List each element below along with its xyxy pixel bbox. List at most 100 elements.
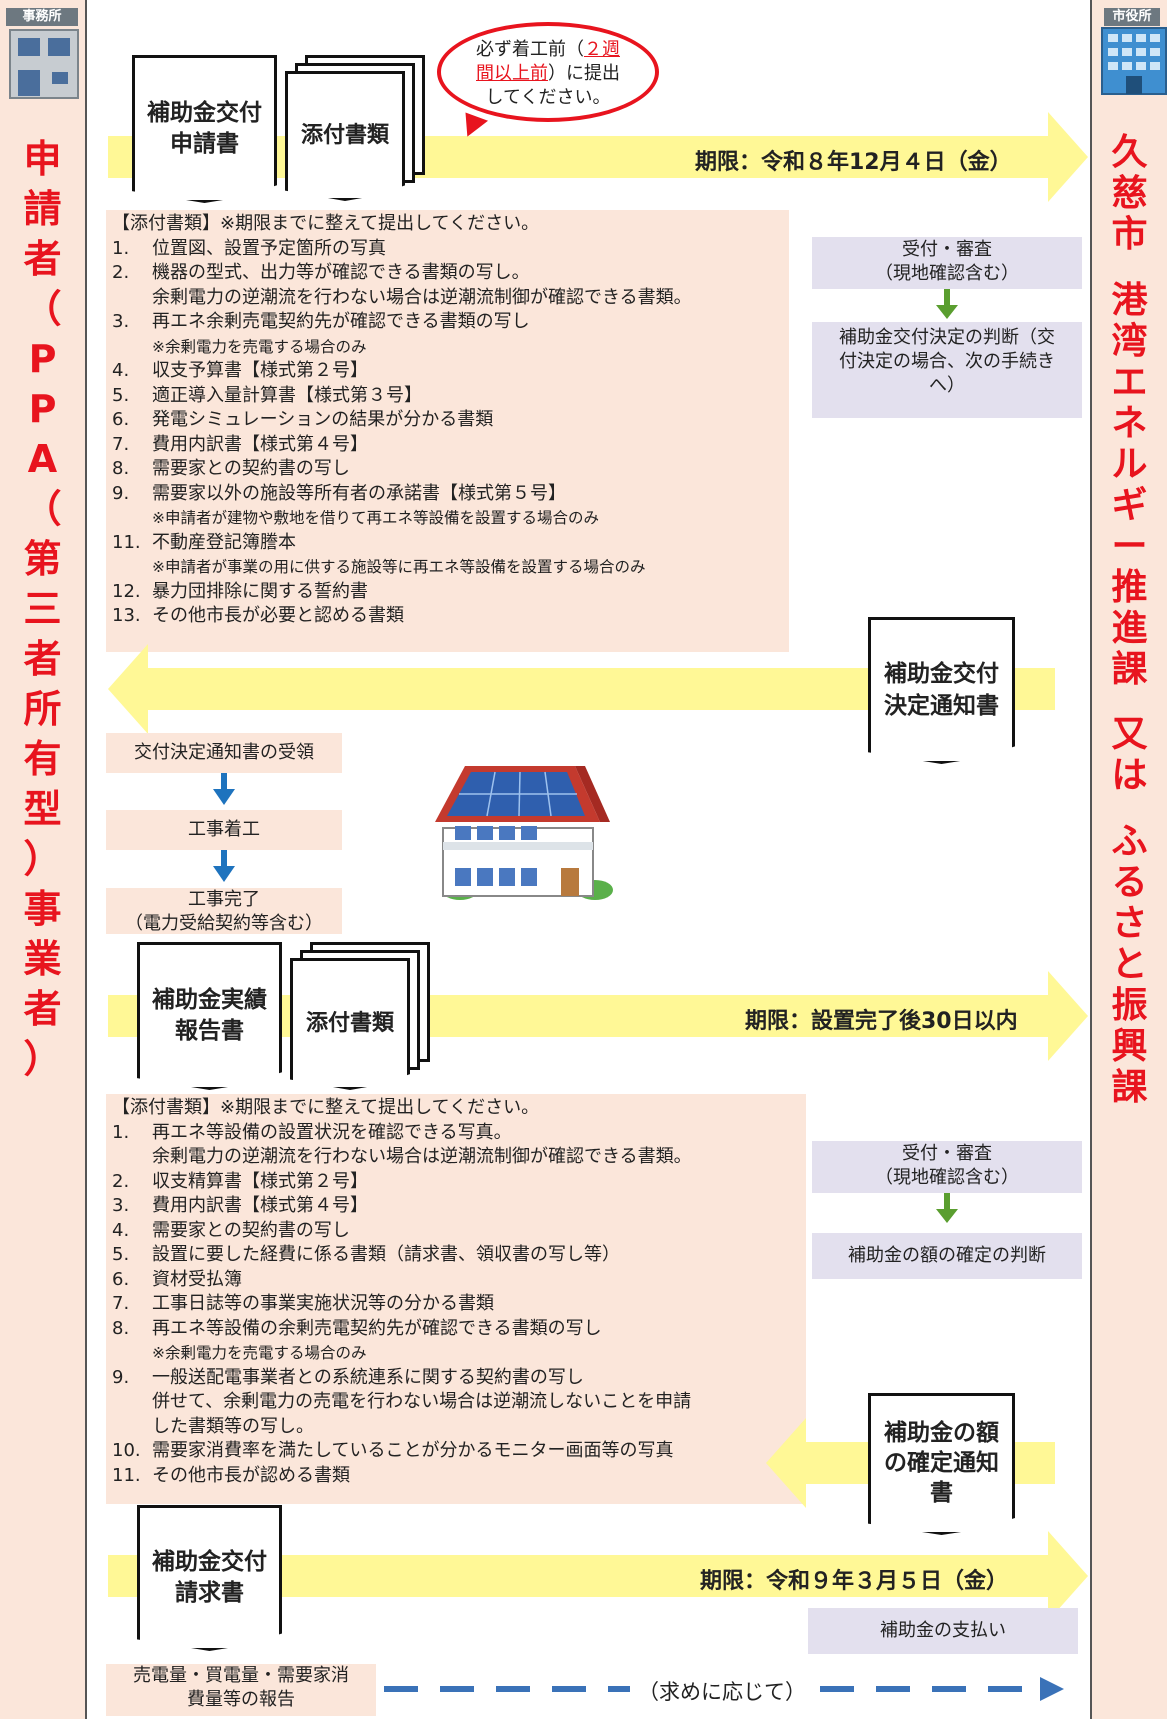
lane-char: と xyxy=(1111,943,1148,985)
lane-char: ） xyxy=(23,1037,62,1081)
list-item-number: 1. xyxy=(112,237,130,259)
list-item-text: 位置図、設置予定箇所の写真 xyxy=(152,237,386,259)
lane-char: さ xyxy=(1111,902,1148,944)
list-item: した書類等の写し。 xyxy=(112,1415,800,1440)
list-item: ※余剰電力を売電する場合のみ xyxy=(112,1341,800,1366)
list-item-text: 再エネ等設備の余剰売電契約先が確認できる書類の写し xyxy=(152,1317,602,1339)
review-1-line1: 受付・審査 xyxy=(902,239,992,260)
dash-segment xyxy=(988,1686,1022,1692)
list-item-number: 9. xyxy=(112,482,130,504)
list-item-number: 6. xyxy=(112,409,130,430)
list-item-number: 2. xyxy=(112,262,130,283)
notice-2-line2: の確定通知 xyxy=(884,1450,999,1477)
green-down-arrow-2 xyxy=(936,1193,958,1223)
performance-report-doc: 補助金実績報告書 xyxy=(137,942,282,1090)
list-item-number: 7. xyxy=(112,1293,130,1314)
list-item-number: 8. xyxy=(112,458,130,479)
review-box-1: 受付・審査 （現地確認含む） xyxy=(812,237,1082,289)
list-item-number: 6. xyxy=(112,1268,130,1290)
list-item-text: 需要家との契約書の写し xyxy=(152,1219,350,1241)
dash-segment xyxy=(552,1686,586,1692)
list-item: ※申請者が建物や敷地を借りて再エネ等設備を設置する場合のみ xyxy=(112,506,783,531)
list-item-number xyxy=(112,1390,152,1415)
construction-done-step: 工事完了（電力受給契約等含む） xyxy=(106,888,342,934)
attachments-doc-2: 添付書類 xyxy=(290,958,410,1090)
list-item: 4.需要家との契約書の写し xyxy=(112,1219,800,1244)
list-item: 8.再エネ等設備の余剰売電契約先が確認できる書類の写し xyxy=(112,1317,800,1342)
lane-char: る xyxy=(1111,861,1148,903)
list-item-text: 収支精算書【様式第２号】 xyxy=(152,1170,368,1192)
bubble-text-2: ）に提出 xyxy=(548,63,620,84)
bubble-text-3: してください。 xyxy=(485,87,611,108)
list-item-text: 費用内訳書【様式第４号】 xyxy=(152,1195,368,1216)
list-item: 9.一般送配電事業者との系統連系に関する契約書の写し xyxy=(112,1366,800,1391)
list-item-text: 一般送配電事業者との系統連系に関する契約書の写し xyxy=(152,1366,584,1388)
list-item: 余剰電力の逆潮流を行わない場合は逆潮流制御が確認できる書類。 xyxy=(112,1145,800,1170)
lane-char: ー xyxy=(1111,525,1148,567)
speech-bubble-notice: 必ず着工前（２週 間以上前）に提出 してください。 xyxy=(437,22,659,122)
request-doc-line2: 請求書 xyxy=(175,1580,244,1606)
list-item-text: 費用内訳書【様式第４号】 xyxy=(152,433,368,455)
list-item-number: 3. xyxy=(112,311,130,332)
on-request-label: （求めに応じて） xyxy=(630,1676,814,1706)
list-item: 9.需要家以外の施設等所有者の承諾書【様式第５号】 xyxy=(112,482,783,507)
list-item: 2. 機器の型式、出力等が確認できる書類の写し。 xyxy=(112,261,783,286)
attachments-doc-stack: 添付書類 xyxy=(285,55,430,205)
list-item-number: 4. xyxy=(112,360,130,381)
list-item: 5.設置に要した経費に係る書類（請求書、領収書の写し等） xyxy=(112,1243,800,1268)
list-item-number: 5. xyxy=(112,1244,130,1265)
lane-char: 者 xyxy=(23,237,62,281)
list-item-text: 機器の型式、出力等が確認できる書類の写し。 xyxy=(152,262,530,283)
review-box-2: 受付・審査（現地確認含む） xyxy=(812,1141,1082,1193)
review-1-line2: （現地確認含む） xyxy=(875,263,1019,284)
list-item: 2. 収支精算書【様式第２号】 xyxy=(112,1170,800,1195)
lane-char: ネ xyxy=(1111,402,1148,444)
dash-segment xyxy=(820,1686,854,1692)
list-item: 7.工事日誌等の事業実施状況等の分かる書類 xyxy=(112,1292,800,1317)
office-building-icon xyxy=(9,29,79,99)
green-down-arrow-1 xyxy=(936,289,958,319)
lane-char: 興 xyxy=(1111,1025,1148,1067)
blue-down-arrow-1 xyxy=(213,773,235,805)
list-item-text: 再エネ等設備の設置状況を確認できる写真。 xyxy=(152,1121,512,1143)
list-item-number: 1. xyxy=(112,1121,130,1143)
list-item-number: 2. xyxy=(112,1170,130,1192)
lane-char: 課 xyxy=(1111,648,1148,690)
list-item: ※余剰電力を売電する場合のみ xyxy=(112,335,783,360)
request-doc-line1: 補助金交付 xyxy=(152,1548,267,1575)
lane-char: 推 xyxy=(1111,566,1148,608)
dash-segment xyxy=(876,1686,910,1692)
application-form-doc: 補助金交付申請書 xyxy=(132,55,277,203)
lane-char: 事 xyxy=(23,887,62,931)
lane-char: （ xyxy=(23,287,62,331)
notice-1-line1: 補助金交付 xyxy=(884,661,999,688)
lane-char: 三 xyxy=(23,587,62,631)
bubble-text-1: 必ず着工前（ xyxy=(476,39,584,60)
list-item-text: 併せて、余剰電力の売電を行わない場合は逆潮流しないことを申請 xyxy=(152,1391,692,1412)
city-department-title: 久慈市港湾エネルギー推進課又はふるさと振興課 xyxy=(1092,135,1167,1111)
list-item-text: 余剰電力の逆潮流を行わない場合は逆潮流制御が確認できる書類。 xyxy=(152,286,692,308)
lane-char: 港 xyxy=(1111,279,1148,321)
list-item-text: した書類等の写し。 xyxy=(152,1415,314,1437)
lane-char: P xyxy=(28,337,57,381)
application-form-line2: 申請書 xyxy=(170,131,239,157)
dash-segment xyxy=(384,1686,418,1692)
dash-segment xyxy=(608,1686,642,1692)
list-item: 6. 発電シミュレーションの結果が分かる書類 xyxy=(112,408,783,433)
list-item-text: 発電シミュレーションの結果が分かる書類 xyxy=(152,409,494,430)
dash-segment xyxy=(932,1686,966,1692)
list-item-number: 11. xyxy=(112,531,141,553)
bubble-red-1: ２週 xyxy=(584,39,620,60)
list-header: 【添付書類】※期限までに整えて提出してください。 xyxy=(112,213,540,234)
list-item-text: 再エネ余剰売電契約先が確認できる書類の写し xyxy=(152,311,530,332)
amount-confirmation-notice-doc: 補助金の額の確定通知書 xyxy=(868,1393,1015,1535)
lane-char: 申 xyxy=(23,137,62,181)
report-line1: 売電量・買電量・需要家消 xyxy=(133,1665,349,1686)
decision-1-line2: 付決定の場合、次の手続き xyxy=(839,351,1055,372)
lane-char: 請 xyxy=(23,187,62,231)
list-item-number: 3. xyxy=(112,1195,130,1216)
list-item-number xyxy=(112,555,152,580)
lane-char: 有 xyxy=(23,737,62,781)
construction-start-step: 工事着工 xyxy=(106,810,342,850)
usage-report-box: 売電量・買電量・需要家消費量等の報告 xyxy=(106,1664,376,1716)
